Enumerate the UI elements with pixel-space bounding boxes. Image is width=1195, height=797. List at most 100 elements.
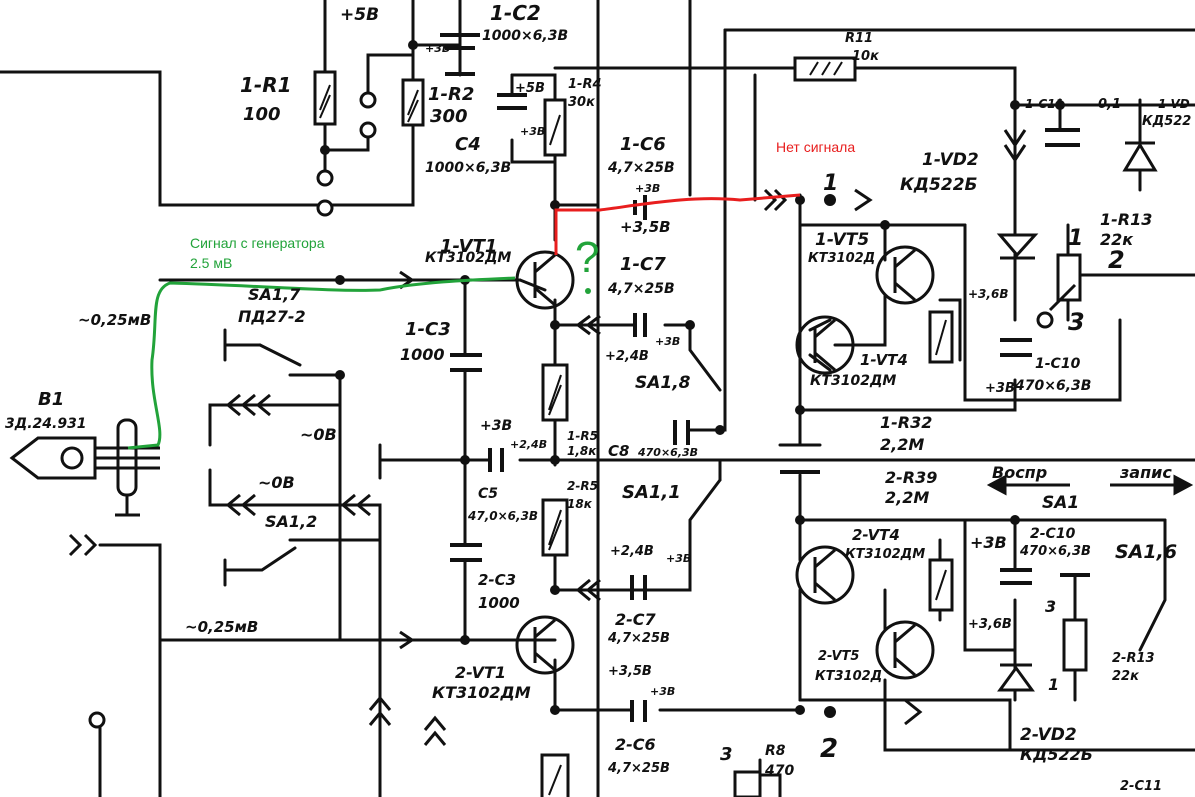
lbl-p3v-c6: +3В [635,182,660,195]
lbl-r2v: 300 [430,106,468,127]
lbl-c11: 1-C11 [1025,97,1064,111]
lbl-r4v: 30к [568,95,596,110]
lbl-c8: C8 [608,442,629,460]
lbl-c6b: 2-C6 [615,735,656,754]
lbl-vt5b: 2-VT5 [818,649,859,664]
lbl-c3b: 2-C3 [478,571,516,589]
lbl-c6: 1-C6 [620,134,666,155]
lbl-vd2: 1-VD2 [922,150,979,170]
lbl-p3v-4: +3В [650,685,675,698]
lbl-sa12: SA1,2 [265,512,317,531]
lbl-c3: 1-C3 [405,319,451,340]
lbl-c5v: 47,0×6,3В [467,509,538,523]
lbl-zero1: ~0В [300,425,337,444]
lbl-pin3b: 3 [1045,597,1056,616]
lbl-c4: C4 [455,134,481,155]
lbl-vt4v: КТ3102ДМ [810,373,896,389]
lbl-r4: 1-R4 [568,77,602,92]
lbl-p36v-b: +3,6В [968,617,1012,632]
lbl-vd2b: 2-VD2 [1020,725,1077,745]
lbl-c4v: 1000×6,3В [425,160,511,176]
lbl-r5v: 1,8к [567,444,597,458]
lbl-c8v: 470×6,3В [637,446,698,459]
lbl-p24v: +2,4В [605,349,649,364]
lbl-b1v: 3Д.24.931 [5,416,87,432]
lbl-c2v: 1000×6,3В [482,28,568,44]
lbl-r5b: 2-R5 [567,479,598,493]
lbl-sa11: SA1,1 [622,482,681,503]
annotation-generator-line1: Сигнал с генератора [190,235,325,251]
lbl-m025: ~0,25мВ [78,311,151,329]
connector-arrows [68,129,1077,746]
lbl-p3v-c5: +3В [480,418,512,434]
lbl-pin1: 1 [1068,226,1083,251]
lbl-c11v: 0,1 [1098,97,1121,112]
lbl-p3v-top: +3В [425,42,450,55]
lbl-c7v: 4,7×25В [607,281,675,297]
lbl-pin1b: 1 [1048,675,1059,694]
lbl-p35v: +3,5В [620,218,671,236]
transistors [515,245,935,680]
lbl-p3v-c7: +3В [655,335,680,348]
lbl-r1: 1-R1 [240,73,292,97]
lbl-r5bv: 18к [567,497,593,511]
lbl-vt1bv: КТ3102ДМ [432,683,531,702]
lbl-c7: 1-C7 [620,254,666,275]
lbl-r32v: 2,2М [880,435,924,454]
lbl-vd2v: КД522Б [900,175,978,195]
resistor-hatch [319,61,947,796]
b1-connector [9,418,160,517]
lbl-c10v: 470×6,3В [1014,378,1091,394]
lbl-c3v: 1000 [400,345,445,364]
lbl-c11b: 2-C11 [1120,779,1162,794]
lbl-plus5v: +5В [340,5,379,25]
lbl-sa1: SA1 [1042,493,1079,513]
lbl-vt5: 1-VT5 [815,230,869,250]
lbl-sa16: SA1,6 [1115,541,1177,563]
lbl-sa17: SA1,7 [248,285,301,304]
lbl-pin2: 2 [1108,246,1125,274]
lbl-r11: R11 [845,31,873,46]
no-signal-path [554,193,801,255]
lbl-vt4b: 2-VT4 [852,526,900,544]
lbl-vd2bv: КД522Б [1020,745,1093,764]
junctions [320,40,1065,718]
diodes [996,141,1158,692]
generator-signal-path [127,276,516,450]
lbl-c6bv: 4,7×25В [607,761,670,776]
lbl-pin3c: 3 [720,744,733,765]
lbl-vt4bv: КТ3102ДМ [845,547,925,562]
lbl-c10: 1-C10 [1035,356,1081,372]
lbl-c7b: 2-C7 [615,610,657,629]
lbl-r13: 1-R13 [1100,210,1152,229]
lbl-r39v: 2,2М [885,488,929,507]
lbl-r13bv: 22к [1112,669,1140,684]
lbl-vospr: Воспр [992,463,1047,482]
lbl-n1: 1 [823,171,838,196]
lbl-c3bv: 1000 [478,594,520,612]
lbl-p3v-b: +3В [520,125,545,138]
lbl-r39: 2-R39 [885,468,937,487]
lbl-r8: R8 [765,743,786,759]
lbl-r8v: 470 [764,763,794,779]
question-dot [585,288,591,294]
lbl-zero2: ~0В [258,473,295,492]
lbl-vt1v: КТ3102ДМ [425,250,511,266]
lbl-p3v-c10: +3В [985,381,1015,396]
lbl-r11v: 10к [852,49,880,64]
lbl-r13v: 22к [1100,230,1134,249]
lbl-n2: 2 [820,734,838,764]
lbl-r13b: 2-R13 [1112,651,1155,666]
lbl-c10bv: 470×6,3В [1019,544,1091,559]
lbl-c7bv: 4,7×25В [607,631,670,646]
capacitors [440,33,1090,722]
annotation-no-signal: Нет сигнала [776,139,855,155]
terminals [88,91,1054,729]
lbl-p3v-3: +3В [970,533,1007,552]
lbl-b1: В1 [38,389,64,410]
lbl-p36v: +3,6В [968,287,1008,301]
annotation-question: ? [575,233,599,282]
lbl-vt1b: 2-VT1 [455,663,506,682]
lbl-p5v-b: +5В [515,81,545,96]
